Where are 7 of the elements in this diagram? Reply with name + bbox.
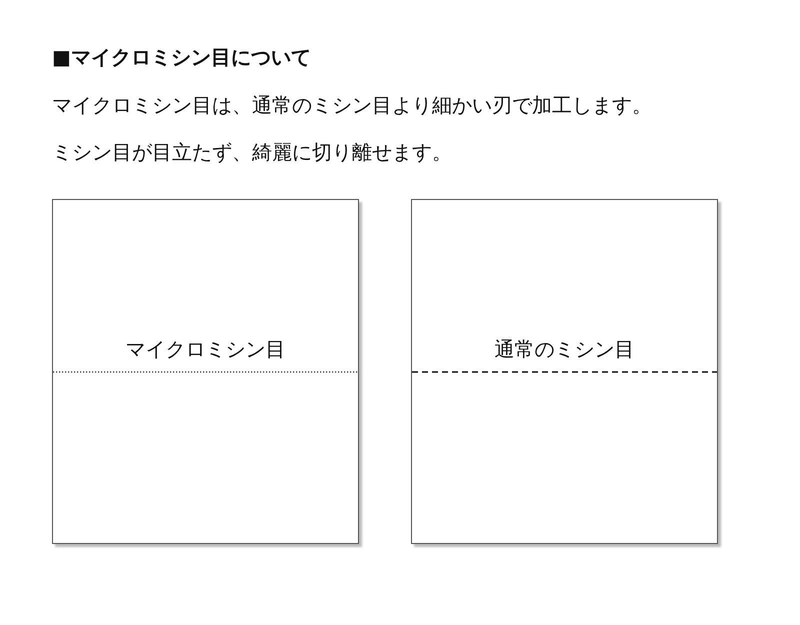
description-text: ミシン目が目立たず、綺麗に切り離せます。 bbox=[52, 140, 452, 164]
description-text: マイクロミシン目は、通常のミシン目より細かい刃で加工します。 bbox=[52, 93, 652, 117]
sheet-label: マイクロミシン目 bbox=[124, 337, 286, 361]
paper-sheet bbox=[411, 199, 718, 544]
paper-sheet bbox=[52, 199, 359, 544]
sheet-label: 通常のミシン目 bbox=[494, 337, 636, 361]
heading: ■マイクロミシン目について bbox=[52, 45, 311, 69]
